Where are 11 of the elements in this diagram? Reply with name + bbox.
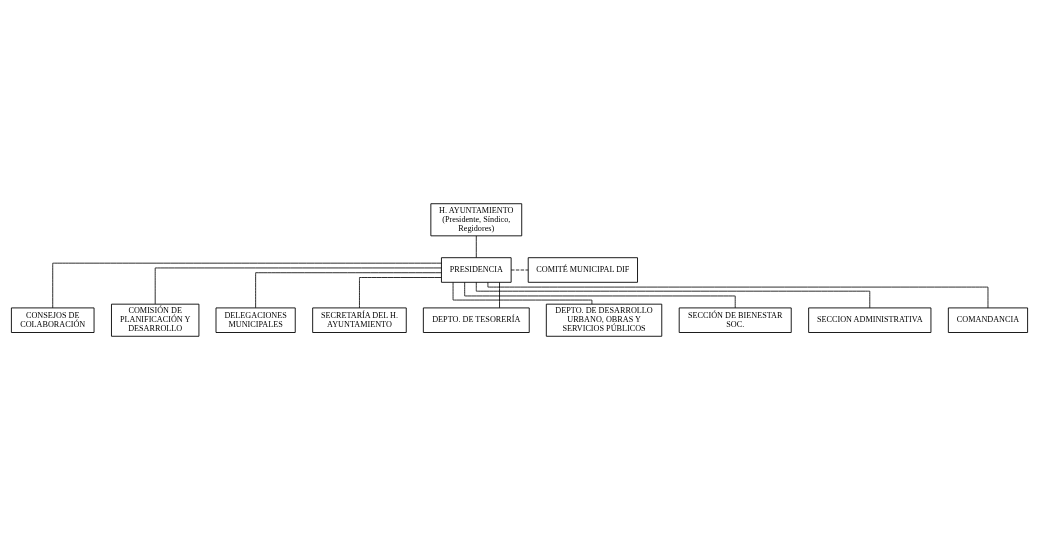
connector — [475, 281, 871, 309]
connector — [499, 282, 500, 309]
connector — [255, 272, 442, 309]
connector — [452, 282, 593, 305]
connector — [487, 282, 989, 309]
connector — [359, 277, 442, 309]
connector — [510, 269, 529, 271]
connector — [154, 267, 442, 305]
connector — [464, 281, 736, 309]
connector — [52, 262, 442, 309]
connector — [475, 235, 477, 258]
